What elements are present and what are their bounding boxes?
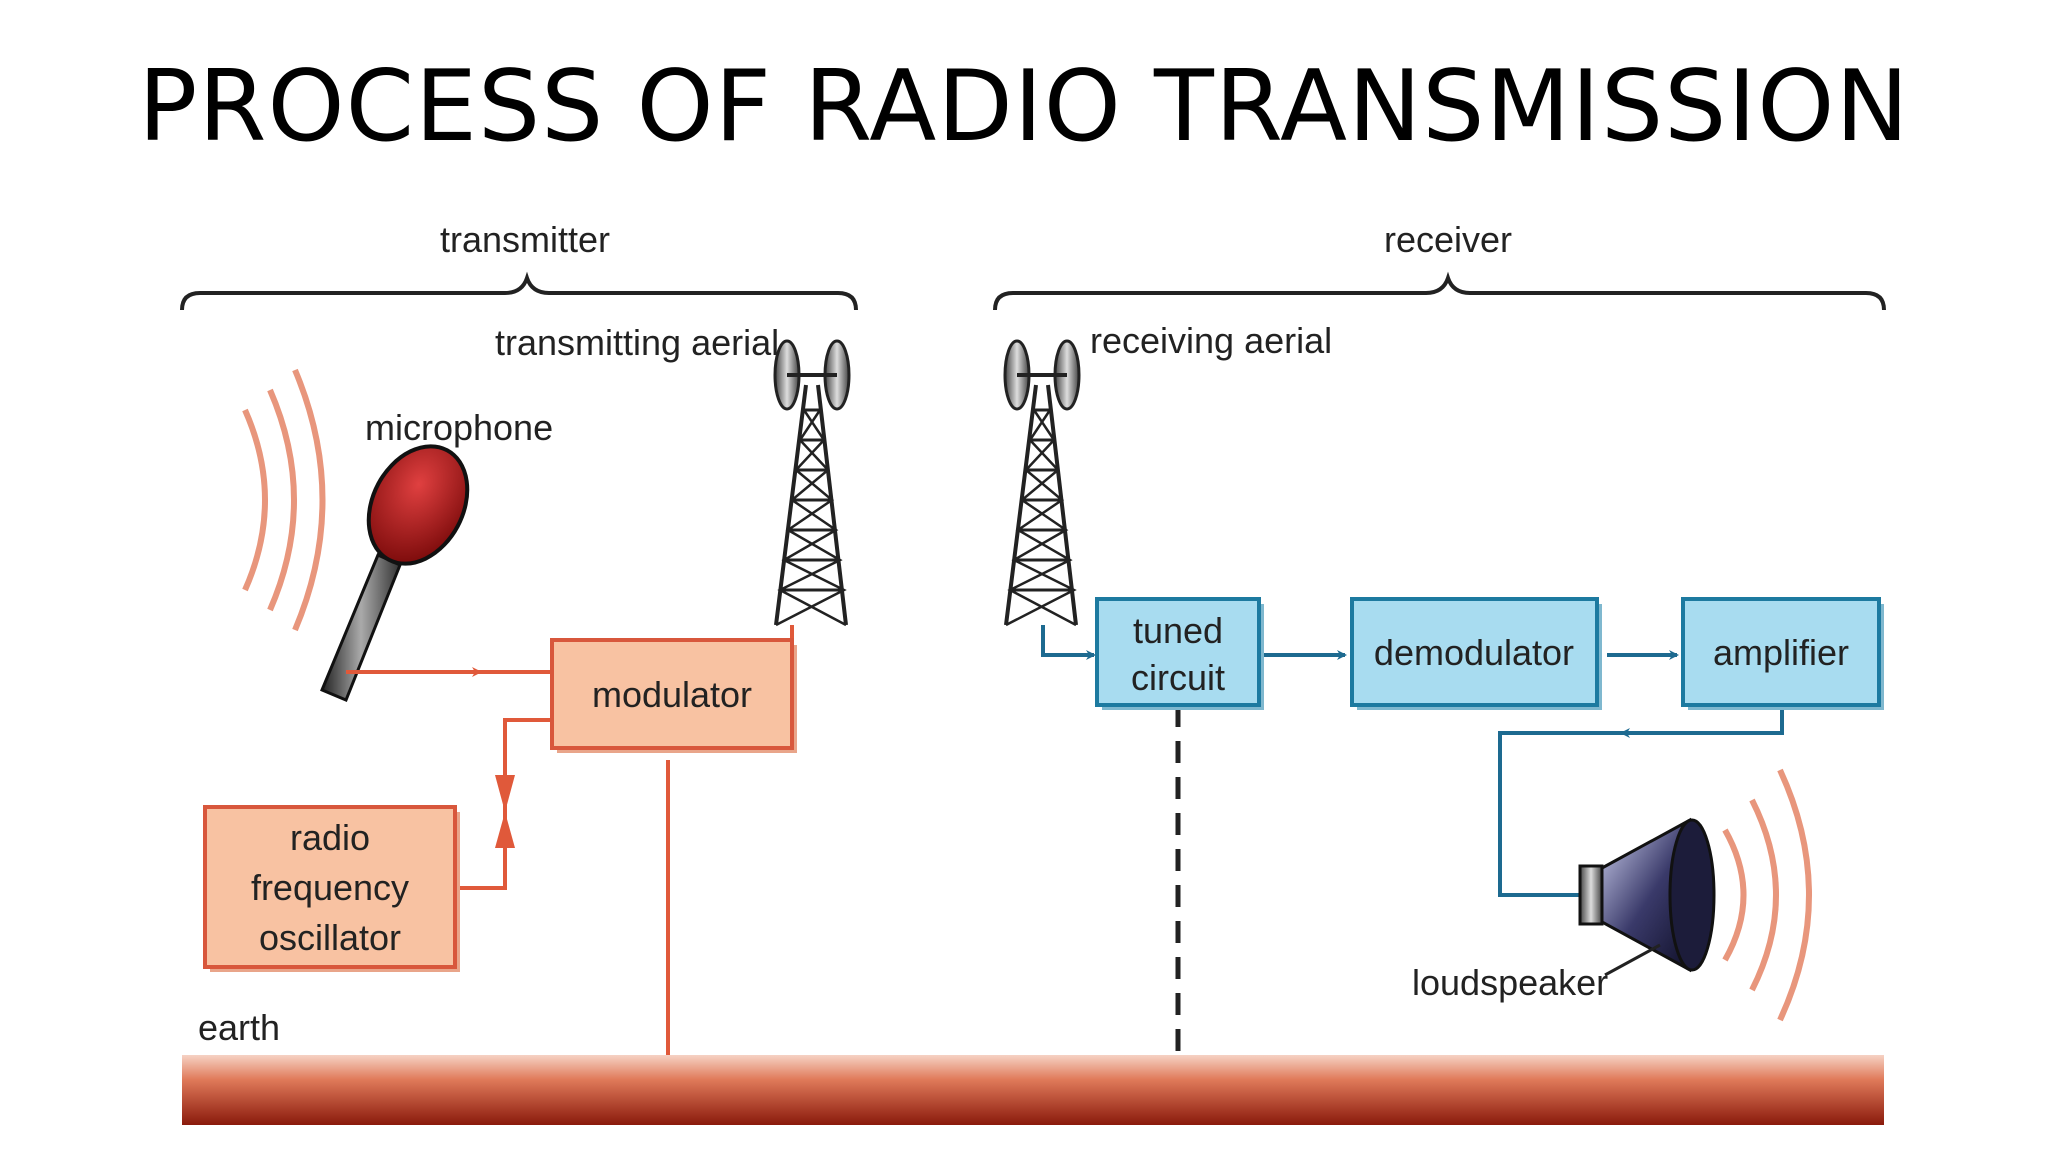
amplifier-label: amplifier (1713, 632, 1849, 673)
microphone-label: microphone (365, 407, 553, 448)
receiving-tower-icon (1003, 339, 1081, 627)
oscillator-label-line2: frequency (251, 867, 409, 908)
transmitter-label: transmitter (440, 219, 610, 260)
modulator-label: modulator (592, 674, 752, 715)
transmitting-tower-icon (773, 339, 851, 627)
microphone-icon (320, 444, 470, 702)
tuned-circuit-label-line2: circuit (1131, 657, 1225, 698)
receiver-brace (993, 271, 1886, 311)
oscillator-label-line1: radio (290, 817, 370, 858)
tuned-circuit-block: tuned circuit (1095, 597, 1264, 710)
receiver-label: receiver (1384, 219, 1512, 260)
demodulator-label: demodulator (1374, 632, 1574, 673)
receiving-aerial-label: receiving aerial (1090, 320, 1332, 361)
sound-waves-icon (242, 368, 326, 632)
demodulator-block: demodulator (1350, 597, 1602, 710)
loudspeaker-icon (1578, 817, 1716, 977)
earth-label: earth (198, 1007, 280, 1048)
receiver-wires (1041, 625, 1784, 897)
tuned-circuit-label-line1: tuned (1133, 610, 1223, 651)
earth-ground (182, 1055, 1884, 1125)
loudspeaker-label: loudspeaker (1412, 962, 1608, 1003)
modulator-block: modulator (550, 638, 797, 753)
page-title: PROCESS OF RADIO TRANSMISSION (138, 50, 1910, 164)
transmitter-wires (346, 625, 794, 1062)
transmitting-aerial-label: transmitting aerial (495, 322, 779, 363)
oscillator-label-line3: oscillator (259, 917, 401, 958)
transmitter-brace (180, 271, 858, 311)
oscillator-block: radio frequency oscillator (203, 805, 460, 972)
amplifier-block: amplifier (1681, 597, 1884, 710)
speaker-sound-waves-icon (1722, 768, 1812, 1022)
